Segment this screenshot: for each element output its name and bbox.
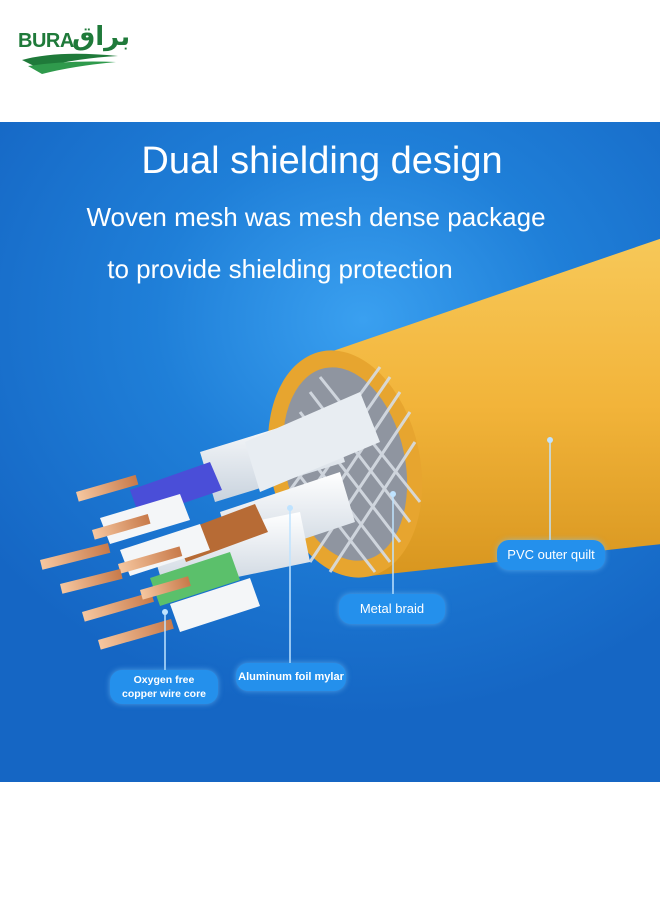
label-oxygen-line1: Oxygen free — [133, 674, 195, 686]
product-banner: Dual shielding design Woven mesh was mes… — [0, 122, 660, 782]
banner-title: Dual shielding design — [141, 140, 503, 182]
logo-arabic-text: براق — [72, 22, 131, 52]
copper-cores — [39, 474, 191, 650]
banner-subtitle-line1: Woven mesh was mesh dense package — [86, 202, 546, 232]
brand-logo: BURA براق — [18, 22, 131, 77]
label-metal-braid: Metal braid — [339, 594, 445, 624]
label-oxygen-free-copper: Oxygen free copper wire core — [110, 670, 218, 704]
label-aluminum-foil: Aluminum foil mylar — [236, 663, 346, 691]
pointer-lines — [164, 440, 551, 670]
logo-latin-text: BURA — [18, 30, 74, 52]
banner-subtitle-line2: to provide shielding protection — [107, 254, 453, 284]
label-oxygen-line2: copper wire core — [121, 688, 207, 700]
leaf-swoosh-icon — [22, 53, 118, 74]
cable-illustration — [39, 238, 660, 670]
label-pvc-outer-quilt: PVC outer quilt — [497, 540, 605, 570]
